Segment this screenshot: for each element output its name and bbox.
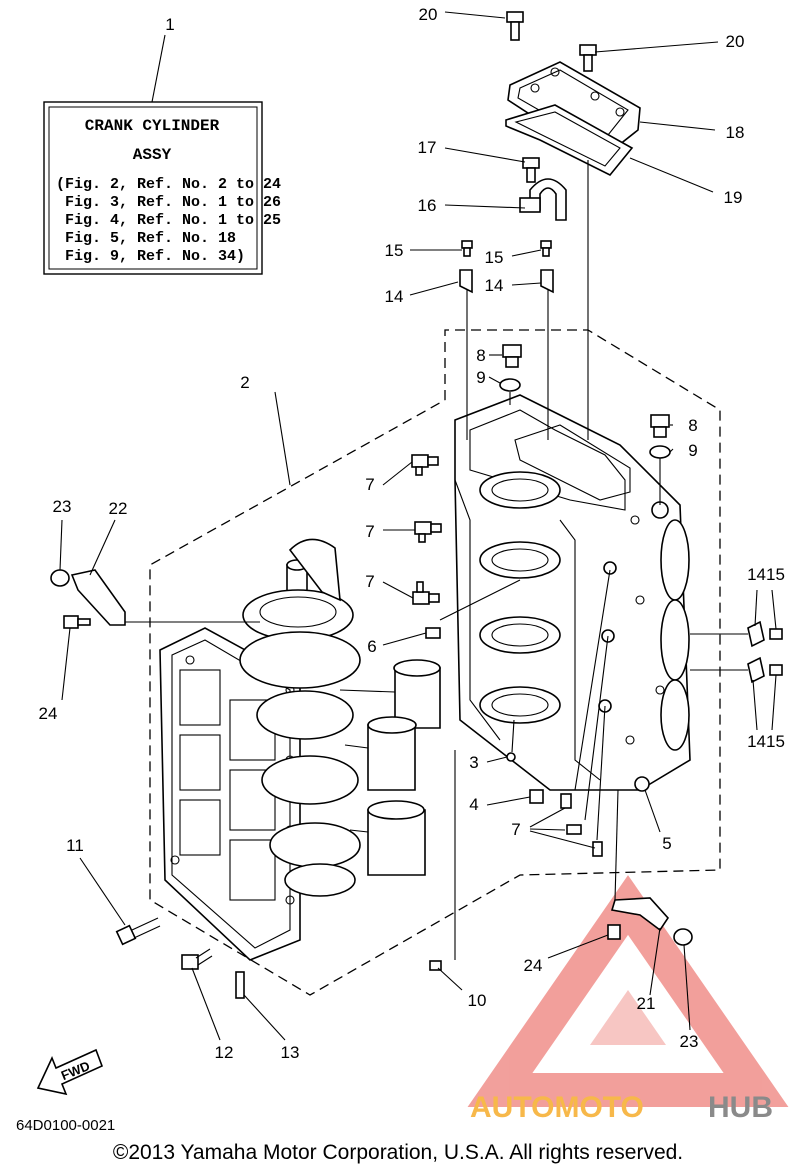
washer-part [499, 378, 521, 392]
washer-part [649, 445, 671, 459]
fwd-label: FWD [59, 1058, 92, 1083]
callout-7: 7 [365, 572, 374, 591]
callout-4: 4 [469, 795, 478, 814]
callout-16: 16 [418, 196, 437, 215]
callout-3: 3 [469, 753, 478, 772]
box-ref-line: (Fig. 2, Ref. No. 2 to 24 [56, 176, 281, 193]
callout-1415: 1415 [747, 565, 785, 584]
leader-line [151, 34, 166, 103]
callout-24: 24 [524, 956, 543, 975]
callout-15: 15 [485, 248, 504, 267]
callout-1: 1 [165, 15, 174, 34]
screw-part [540, 240, 552, 257]
hose-clamp-part [519, 178, 567, 221]
box-title-line2: ASSY [133, 146, 172, 164]
callout-18: 18 [726, 123, 745, 142]
fwd-arrow-icon: FWD [36, 1048, 104, 1096]
callout-1415: 1415 [747, 732, 785, 751]
callout-23: 23 [53, 497, 72, 516]
callout-14: 14 [385, 287, 404, 306]
stud-bolt-part [235, 971, 245, 999]
plug-bolt-part [650, 414, 670, 438]
diagram-code: 64D0100-0021 [16, 1117, 115, 1134]
copyright-text: ©2013 Yamaha Motor Corporation, U.S.A. A… [113, 1141, 683, 1164]
callout-13: 13 [281, 1043, 300, 1062]
assembly-info-box: CRANK CYLINDER ASSY (Fig. 2, Ref. No. 2 … [43, 101, 281, 275]
callout-7: 7 [365, 475, 374, 494]
bolt-part [579, 44, 597, 72]
watermark-part1: AUTOMOTO [470, 1091, 644, 1124]
bolt-part [506, 11, 524, 41]
watermark-logo [467, 875, 789, 1107]
callout-22: 22 [109, 499, 128, 518]
callout-19: 19 [724, 188, 743, 207]
cylinder-block-part [454, 394, 691, 791]
bolt-part [115, 917, 161, 946]
elbow-fitting-part [412, 581, 440, 605]
callout-9: 9 [688, 441, 697, 460]
piston-part [344, 716, 417, 791]
callout-2: 2 [240, 373, 249, 392]
callout-7: 7 [511, 820, 520, 839]
callout-23: 23 [680, 1032, 699, 1051]
screw-part [461, 240, 473, 257]
callout-20: 20 [726, 32, 745, 51]
callout-8: 8 [688, 416, 697, 435]
clip-part [459, 269, 473, 294]
callout-12: 12 [215, 1043, 234, 1062]
piston-part [349, 800, 426, 876]
box-title-line1: CRANK CYLINDER [85, 117, 220, 135]
callout-9: 9 [476, 368, 485, 387]
assembly-boundary-dashed [149, 329, 721, 996]
bolt-part [181, 948, 213, 970]
bracket-part [607, 897, 693, 946]
box-ref-line: Fig. 4, Ref. No. 1 to 25 [56, 212, 281, 229]
bracket-part [50, 569, 126, 629]
callout-11: 11 [66, 836, 84, 855]
box-ref-line: Fig. 3, Ref. No. 1 to 26 [56, 194, 281, 211]
callout-17: 17 [418, 138, 437, 157]
callout-21: 21 [637, 994, 656, 1013]
watermark-part2: HUB [708, 1091, 773, 1124]
cover-gasket-part [505, 104, 634, 177]
clip-part [540, 269, 554, 294]
box-ref-line: Fig. 5, Ref. No. 18 [56, 230, 236, 247]
callout-10: 10 [468, 991, 487, 1010]
dowel-pin-part [506, 752, 516, 762]
watermark-text: AUTOMOTO HUB [470, 1091, 773, 1124]
bolt-part [522, 157, 540, 183]
bracket-part [747, 620, 783, 648]
callout-7: 7 [365, 522, 374, 541]
piston-part [339, 659, 441, 729]
callout-24: 24 [39, 704, 58, 723]
callout-labels: 1 2 3 4 5 6 7 7 7 7 8 8 9 9 10 11 12 13 … [39, 5, 785, 1062]
bracket-part [747, 656, 783, 684]
dowel-pin-part [425, 627, 441, 639]
callout-8: 8 [476, 346, 485, 365]
elbow-fitting-part [414, 521, 442, 543]
crankshaft-part [239, 538, 361, 897]
callout-14: 14 [485, 276, 504, 295]
plug-bolt-part [502, 344, 522, 368]
box-ref-line: Fig. 9, Ref. No. 34) [56, 248, 245, 265]
callout-20: 20 [419, 5, 438, 24]
elbow-fitting-part [411, 454, 439, 476]
seal-part [634, 776, 650, 792]
callout-6: 6 [367, 637, 376, 656]
dowel-pin-part [429, 960, 442, 971]
callout-5: 5 [662, 834, 671, 853]
leader-lines [59, 11, 777, 1041]
dowel-pin-part [529, 789, 544, 804]
callout-15: 15 [385, 241, 404, 260]
elbow-fitting-part [560, 793, 603, 857]
